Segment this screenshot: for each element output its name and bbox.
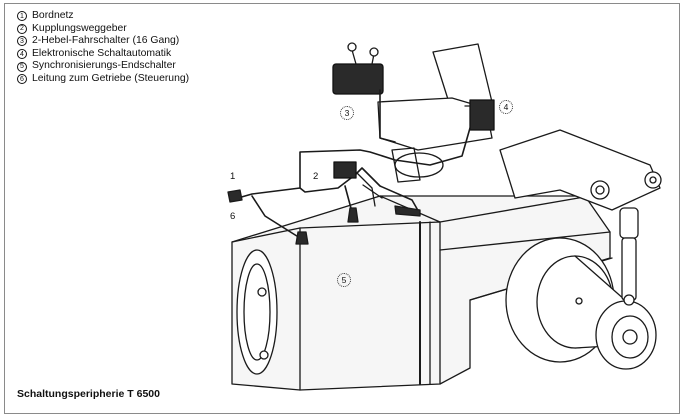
- callout-3: 3: [340, 106, 354, 120]
- figure-frame: [4, 3, 680, 414]
- damper: [619, 207, 639, 306]
- legend-number-1: 1: [17, 11, 27, 22]
- legend-label-3: 2-Hebel-Fahrschalter (16 Gang): [32, 35, 180, 47]
- driver-seat: [377, 43, 493, 183]
- output-flange: [505, 237, 657, 370]
- callout-5: 5: [337, 273, 351, 287]
- legend: 1 Bordnetz 2 Kupplungsweggeber 3 2-Hebel…: [17, 10, 189, 86]
- legend-number-3: 3: [17, 36, 27, 47]
- legend-item-bordnetz: 1 Bordnetz: [17, 10, 189, 23]
- two-lever-shift-unit: [332, 42, 384, 95]
- mounting-bracket: [499, 129, 662, 211]
- legend-item-leitung: 6 Leitung zum Getriebe (Steuerung): [17, 73, 189, 86]
- legend-label-2: Kupplungsweggeber: [32, 22, 127, 34]
- callout-4: 4: [499, 100, 513, 114]
- callout-6: 6: [230, 211, 236, 222]
- legend-label-4: Elektronische Schaltautomatik: [32, 47, 172, 59]
- sync-end-switches: [295, 207, 359, 245]
- legend-number-2: 2: [17, 23, 27, 34]
- legend-number-4: 4: [17, 49, 27, 60]
- callout-1: 1: [230, 171, 236, 182]
- figure-caption: Schaltungsperipherie T 6500: [17, 388, 160, 400]
- callout-2: 2: [313, 171, 319, 182]
- legend-item-kupplungsweggeber: 2 Kupplungsweggeber: [17, 23, 189, 36]
- electronic-control-unit: [464, 99, 495, 131]
- clutch-travel-sensor: [333, 161, 421, 217]
- bordnetz-connector: [227, 189, 243, 203]
- legend-item-fahrschalter: 3 2-Hebel-Fahrschalter (16 Gang): [17, 35, 189, 48]
- clutch-bell-housing: [236, 249, 278, 375]
- legend-label-6: Leitung zum Getriebe (Steuerung): [32, 72, 190, 84]
- legend-label-1: Bordnetz: [32, 10, 74, 21]
- legend-item-endschalter: 5 Synchronisierungs-Endschalter: [17, 60, 189, 73]
- wiring-harness: [237, 89, 471, 239]
- legend-number-6: 6: [17, 74, 27, 85]
- legend-item-schaltautomatik: 4 Elektronische Schaltautomatik: [17, 48, 189, 61]
- legend-label-5: Synchronisierungs-Endschalter: [32, 60, 176, 72]
- legend-number-5: 5: [17, 61, 27, 72]
